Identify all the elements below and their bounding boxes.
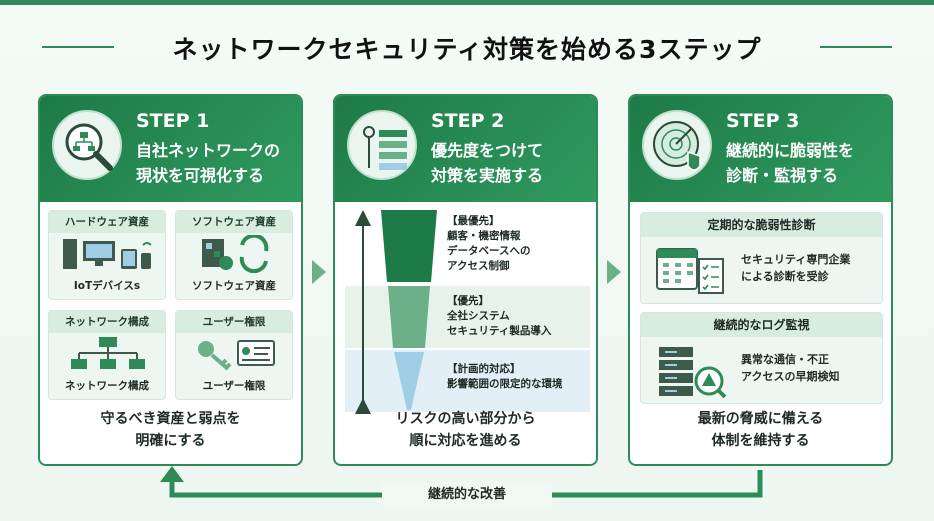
tier-priority: 【優先】 全社システム セキュリティ製品導入 — [345, 286, 590, 348]
hardware-assets-caption: IoTデバイスs — [73, 280, 141, 292]
key-id-icon — [198, 340, 275, 371]
log-monitoring-line2: アクセスの早期検知 — [741, 370, 840, 383]
network-config-box: ネットワーク構成 ネットワーク構成 — [48, 310, 166, 400]
loop-label: 継続的な改善 — [382, 482, 552, 508]
step-3-heading-line1: 継続的に脆弱性を — [726, 141, 855, 160]
priority-funnel — [355, 210, 437, 414]
top-stripe — [0, 0, 934, 5]
step-2-heading-line1: 優先度をつけて — [431, 141, 544, 160]
network-config-caption: ネットワーク構成 — [65, 380, 149, 392]
tier-top-tag: 【最優先】 — [447, 215, 500, 227]
user-rights-box: ユーザー権限 ユーザー権限 — [175, 310, 293, 400]
step-1-heading: 自社ネットワークの 現状を可視化する — [136, 138, 280, 188]
user-rights-caption: ユーザー権限 — [202, 380, 266, 392]
step-2-heading: 優先度をつけて 対策を実施する — [431, 138, 543, 188]
priority-list-icon — [347, 110, 417, 180]
step-3-heading: 継続的に脆弱性を 診断・監視する — [726, 138, 854, 188]
step-1-card: STEP 1 自社ネットワークの 現状を可視化する ハードウェア資産 IoTデバ… — [38, 94, 303, 466]
step-2-summary-line2: 順に対応を進める — [409, 433, 522, 449]
step-2-card: STEP 2 優先度をつけて 対策を実施する 【最優先】 顧客・機密情報 データ… — [333, 94, 598, 466]
tier-low-tag: 【計画的対応】 — [447, 363, 521, 375]
tier-top-line3: アクセス制御 — [447, 260, 510, 272]
step-2-heading-line2: 対策を実施する — [431, 166, 544, 185]
step-3-summary: 最新の脅威に備える 体制を維持する — [630, 408, 891, 452]
network-config-title: ネットワーク構成 — [49, 311, 165, 333]
software-assets-box: ソフトウェア資産 ソフトウェア資産 — [175, 210, 293, 300]
step-3-card: STEP 3 継続的に脆弱性を 診断・監視する 定期的な脆弱性診断 セキュリティ… — [628, 94, 893, 466]
step-2-label: STEP 2 — [431, 110, 505, 132]
step-2-summary: リスクの高い部分から 順に対応を進める — [335, 408, 596, 452]
radar-shield-icon — [642, 110, 712, 180]
vulnerability-scan-panel: 定期的な脆弱性診断 セキュリティ専門企業 による診断を受診 — [640, 212, 883, 304]
user-rights-title: ユーザー権限 — [176, 311, 292, 333]
step-1-heading-line2: 現状を可視化する — [136, 166, 265, 185]
vulnerability-scan-line1: セキュリティ専門企業 — [741, 253, 851, 266]
log-monitoring-line1: 異常な通信・不正 — [741, 353, 829, 366]
vulnerability-scan-line2: による診断を受診 — [741, 270, 829, 283]
step-1-label: STEP 1 — [136, 110, 210, 132]
step-arrow-2-icon — [607, 260, 621, 284]
step-1-heading-line1: 自社ネットワークの — [136, 141, 281, 160]
step-3-label: STEP 3 — [726, 110, 800, 132]
tier-low-line1: 影響範囲の限定的な環境 — [447, 378, 563, 390]
software-assets-caption: ソフトウェア資産 — [192, 280, 276, 292]
server-alert-icon — [659, 347, 727, 399]
step-1-summary-line2: 明確にする — [135, 433, 206, 449]
tier-top-line2: データベースへの — [447, 245, 531, 257]
tier-top-line1: 顧客・機密情報 — [447, 230, 521, 242]
step-2-summary-line1: リスクの高い部分から — [395, 411, 536, 427]
step-3-header: STEP 3 継続的に脆弱性を 診断・監視する — [630, 96, 891, 202]
network-magnifier-icon — [52, 110, 122, 180]
tier-planned: 【計画的対応】 影響範囲の限定的な環境 — [345, 350, 590, 412]
step-1-header: STEP 1 自社ネットワークの 現状を可視化する — [40, 96, 301, 202]
hardware-assets-title: ハードウェア資産 — [49, 211, 165, 233]
step-2-header: STEP 2 優先度をつけて 対策を実施する — [335, 96, 596, 202]
title-decoration-right — [820, 46, 892, 48]
step-arrow-1-icon — [312, 260, 326, 284]
step-1-summary-line1: 守るべき資産と弱点を — [100, 411, 241, 427]
log-monitoring-title: 継続的なログ監視 — [641, 313, 882, 337]
page-title: ネットワークセキュリティ対策を始める3ステップ — [172, 35, 762, 64]
tier-mid-tag: 【優先】 — [447, 295, 489, 307]
step-3-heading-line2: 診断・監視する — [726, 166, 839, 185]
title-decoration-left — [42, 46, 114, 48]
network-tree-icon — [71, 337, 145, 369]
log-monitoring-panel: 継続的なログ監視 異常な通信・不正 アクセスの早期検知 — [640, 312, 883, 404]
step-3-summary-line2: 体制を維持する — [711, 433, 810, 449]
funnel-top — [381, 210, 437, 282]
step-1-summary: 守るべき資産と弱点を 明確にする — [40, 408, 301, 452]
tier-mid-line1: 全社システム — [447, 310, 510, 322]
vulnerability-scan-title: 定期的な脆弱性診断 — [641, 213, 882, 237]
devices-icon — [63, 239, 152, 269]
tier-mid-line2: セキュリティ製品導入 — [447, 325, 552, 337]
software-assets-title: ソフトウェア資産 — [176, 211, 292, 233]
software-sync-icon — [202, 235, 269, 274]
step-3-summary-line1: 最新の脅威に備える — [697, 411, 824, 427]
funnel-mid — [388, 286, 430, 348]
calendar-checklist-icon — [656, 248, 724, 294]
hardware-assets-box: ハードウェア資産 IoTデバイスs — [48, 210, 166, 300]
funnel-low — [394, 352, 424, 410]
